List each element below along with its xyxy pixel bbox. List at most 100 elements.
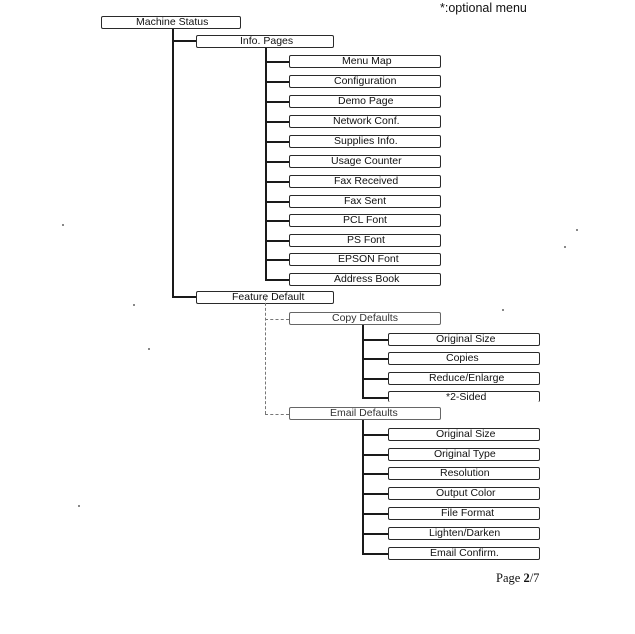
menu-item[interactable]: Output Color bbox=[388, 487, 540, 500]
tree-line bbox=[362, 339, 388, 341]
optional-menu-note: *:optional menu bbox=[440, 1, 527, 15]
menu-item[interactable]: Email Confirm. bbox=[388, 547, 540, 560]
tree-line bbox=[265, 201, 289, 203]
tree-line bbox=[362, 434, 388, 436]
menu-item[interactable]: Network Conf. bbox=[289, 115, 441, 128]
menu-label: Reduce/Enlarge bbox=[429, 372, 505, 384]
menu-label: PS Font bbox=[347, 234, 385, 246]
menu-item[interactable]: EPSON Font bbox=[289, 253, 441, 266]
menu-item[interactable]: Copies bbox=[388, 352, 540, 365]
menu-label: Network Conf. bbox=[333, 115, 400, 127]
scan-speck bbox=[148, 348, 150, 350]
menu-item[interactable]: Fax Received bbox=[289, 175, 441, 188]
tree-line bbox=[362, 493, 388, 495]
scan-speck bbox=[576, 229, 578, 231]
menu-info-pages[interactable]: Info. Pages bbox=[196, 35, 334, 48]
menu-label: Fax Sent bbox=[344, 195, 387, 207]
tree-line bbox=[265, 81, 289, 83]
menu-item[interactable]: File Format bbox=[388, 507, 540, 520]
menu-label: Fax Received bbox=[334, 175, 399, 187]
tree-line bbox=[362, 533, 388, 535]
scan-speck bbox=[564, 246, 566, 248]
menu-label: Original Size bbox=[436, 428, 496, 440]
menu-label: Feature Default bbox=[232, 291, 305, 303]
tree-line bbox=[265, 121, 289, 123]
tree-line bbox=[362, 325, 364, 398]
menu-label: Demo Page bbox=[338, 95, 394, 107]
menu-label: Menu Map bbox=[342, 55, 392, 67]
menu-item[interactable]: PS Font bbox=[289, 234, 441, 247]
scan-speck bbox=[502, 309, 504, 311]
menu-item[interactable]: Reduce/Enlarge bbox=[388, 372, 540, 385]
menu-label: Configuration bbox=[334, 75, 397, 87]
tree-line bbox=[265, 48, 267, 280]
menu-item[interactable]: Resolution bbox=[388, 467, 540, 480]
menu-item[interactable]: Supplies Info. bbox=[289, 135, 441, 148]
menu-item[interactable]: Original Type bbox=[388, 448, 540, 461]
scan-speck bbox=[78, 505, 80, 507]
tree-line bbox=[362, 513, 388, 515]
tree-line bbox=[172, 29, 174, 298]
tree-line bbox=[362, 454, 388, 456]
tree-line bbox=[265, 240, 289, 242]
tree-line bbox=[362, 473, 388, 475]
page-number: Page 2/7 bbox=[496, 571, 539, 586]
tree-line bbox=[265, 279, 289, 281]
tree-line bbox=[265, 101, 289, 103]
menu-label: EPSON Font bbox=[338, 253, 399, 265]
tree-line bbox=[265, 319, 289, 320]
tree-line bbox=[172, 40, 196, 42]
menu-label: File Format bbox=[441, 507, 495, 519]
page-separator: / bbox=[529, 571, 534, 585]
menu-item[interactable]: Usage Counter bbox=[289, 155, 441, 168]
menu-label: Email Confirm. bbox=[430, 547, 499, 559]
menu-item[interactable]: Configuration bbox=[289, 75, 441, 88]
menu-label: Resolution bbox=[440, 467, 490, 479]
menu-label: Address Book bbox=[334, 273, 400, 285]
menu-item[interactable]: Address Book bbox=[289, 273, 441, 286]
page-current: 2 bbox=[523, 571, 530, 585]
menu-email-defaults[interactable]: Email Defaults bbox=[289, 407, 441, 420]
menu-label: Usage Counter bbox=[331, 155, 402, 167]
menu-item[interactable]: Menu Map bbox=[289, 55, 441, 68]
menu-item[interactable]: Fax Sent bbox=[289, 195, 441, 208]
menu-label: *2-Sided bbox=[446, 391, 487, 403]
menu-item[interactable]: Original Size bbox=[388, 333, 540, 346]
tree-line bbox=[265, 298, 266, 414]
menu-label: Supplies Info. bbox=[334, 135, 398, 147]
scan-speck bbox=[133, 304, 135, 306]
page-prefix: Page bbox=[496, 571, 521, 585]
menu-label: Copies bbox=[446, 352, 479, 364]
menu-label: Copy Defaults bbox=[332, 312, 398, 324]
menu-item[interactable]: Demo Page bbox=[289, 95, 441, 108]
scan-speck bbox=[62, 224, 64, 226]
tree-line bbox=[265, 220, 289, 222]
tree-line bbox=[265, 161, 289, 163]
menu-item[interactable]: Original Size bbox=[388, 428, 540, 441]
menu-label: Info. Pages bbox=[240, 35, 294, 47]
menu-label: Output Color bbox=[436, 487, 496, 499]
menu-machine-status[interactable]: Machine Status bbox=[101, 16, 241, 29]
menu-item[interactable]: Lighten/Darken bbox=[388, 527, 540, 540]
tree-line bbox=[265, 414, 289, 415]
tree-line bbox=[362, 397, 388, 399]
tree-line bbox=[362, 358, 388, 360]
tree-line bbox=[265, 61, 289, 63]
menu-label: Machine Status bbox=[136, 16, 209, 28]
menu-label: PCL Font bbox=[343, 214, 387, 226]
menu-item[interactable]: *2-Sided bbox=[388, 391, 540, 403]
menu-item[interactable]: PCL Font bbox=[289, 214, 441, 227]
menu-label: Email Defaults bbox=[330, 407, 398, 419]
menu-copy-defaults[interactable]: Copy Defaults bbox=[289, 312, 441, 325]
tree-line bbox=[362, 553, 388, 555]
tree-line bbox=[265, 259, 289, 261]
tree-line bbox=[265, 141, 289, 143]
menu-label: Original Size bbox=[436, 333, 496, 345]
tree-line bbox=[172, 296, 196, 298]
tree-line bbox=[362, 378, 388, 380]
page-total: 7 bbox=[533, 571, 540, 585]
menu-label: Lighten/Darken bbox=[429, 527, 501, 539]
tree-line bbox=[362, 420, 364, 555]
menu-label: Original Type bbox=[434, 448, 496, 460]
tree-line bbox=[265, 181, 289, 183]
